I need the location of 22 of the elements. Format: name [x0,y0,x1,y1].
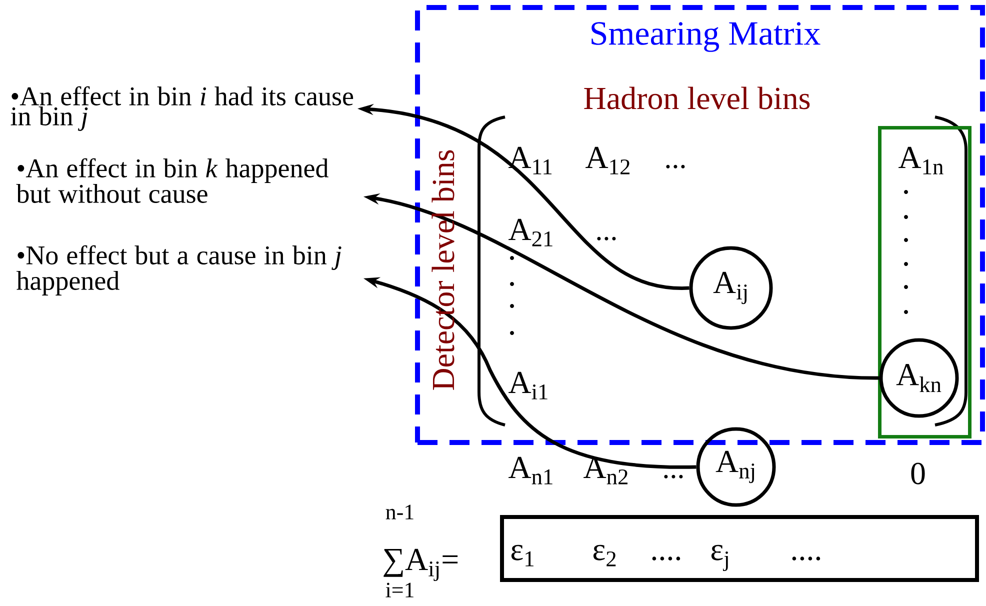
ellipsis: ... [666,164,685,168]
ellipsis: ... [664,474,683,478]
bullet-note: •No effect but a cause in bin j happened [16,245,342,296]
bullet-note: •An effect in bin k happened but without cause [16,158,328,203]
circled-element: A$_{nj}$ [696,427,776,507]
ellipsis: ... [597,236,616,240]
sum-limit: i=1 [386,582,414,598]
matrix-element: A$_{12}$ [586,146,630,174]
matrix-element: A$_{i1}$ [508,372,548,400]
bin-label: Detector level bins [432,150,454,390]
bin-label: Hadron level bins [584,86,810,110]
circled-element: A$_{ij}$ [689,246,773,330]
sum-limit: n-1 [386,504,414,520]
sum-formula: ∑A$_{ij}$= [384,548,458,582]
matrix-element: A$_{1n}$ [898,146,944,174]
efficiency-box: ε$_{1}$ ε$_{2}$ .... ε$_{j}$ .... [500,515,979,582]
matrix-element: A$_{21}$ [508,218,552,246]
bullet-note: •An effect in bin i had its cause in bin j [10,86,354,131]
matrix-element: 0 [911,462,925,484]
column-box [878,126,972,438]
matrix-element: A$_{n1}$ [508,456,552,484]
circled-element: A$_{kn}$ [879,338,959,418]
